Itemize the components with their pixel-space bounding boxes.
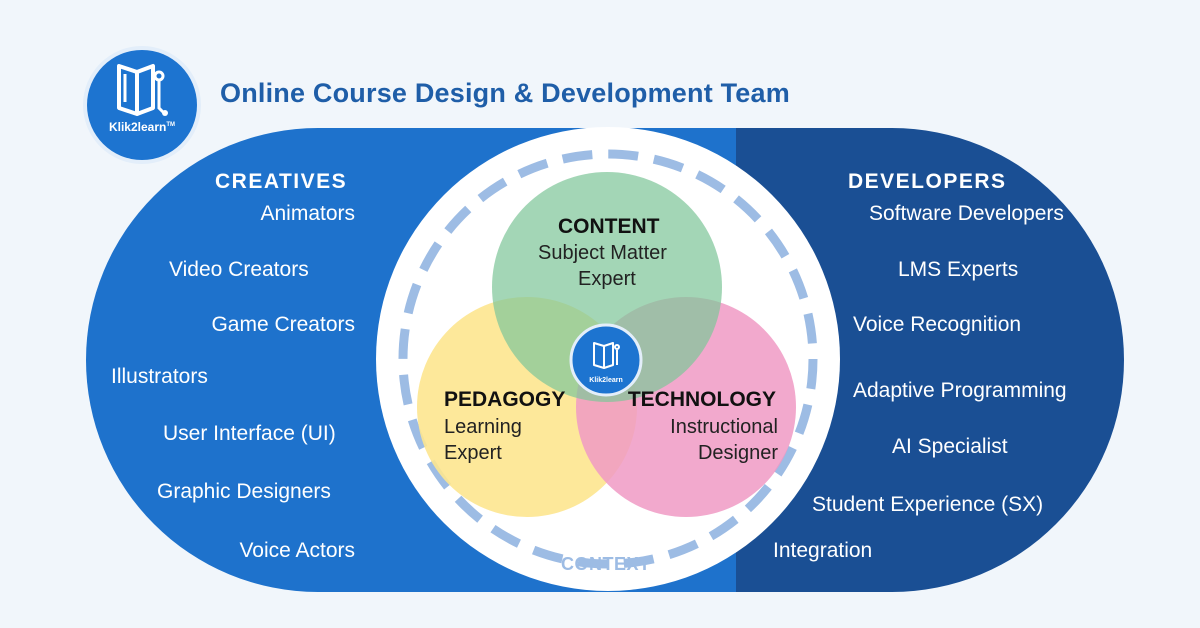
creatives-item: User Interface (UI) xyxy=(163,422,336,445)
creatives-item: Voice Actors xyxy=(239,539,355,562)
technology-line1: Instructional xyxy=(670,416,778,438)
creatives-item: Graphic Designers xyxy=(157,480,331,503)
content-line2: Expert xyxy=(578,268,636,290)
developers-item: Voice Recognition xyxy=(853,313,1022,336)
center-logo-text: Klik2learn xyxy=(589,377,622,384)
developers-item: Adaptive Programming xyxy=(853,379,1067,402)
creatives-item: Game Creators xyxy=(211,313,355,336)
creatives-item: Animators xyxy=(260,202,355,225)
center-book-icon xyxy=(593,342,620,369)
developers-item: Student Experience (SX) xyxy=(812,493,1044,516)
developers-item: Integration xyxy=(773,539,873,562)
logo-trademark: TM xyxy=(166,122,176,128)
creatives-item: Video Creators xyxy=(169,258,309,281)
book-circuit-icon xyxy=(117,64,168,116)
page-title: Online Course Design & Development Team xyxy=(220,78,790,108)
creatives-heading: CREATIVES xyxy=(215,170,348,193)
context-ring xyxy=(398,149,818,569)
developers-item: AI Specialist xyxy=(892,435,1008,458)
creatives-item: Illustrators xyxy=(111,365,208,388)
developers-item: LMS Experts xyxy=(898,258,1019,281)
technology-line2: Designer xyxy=(697,442,778,464)
pedagogy-line2: Expert xyxy=(444,442,502,464)
content-circle xyxy=(492,172,722,402)
content-line1: Subject Matter xyxy=(538,242,667,264)
technology-title: TECHNOLOGY xyxy=(627,388,776,411)
pedagogy-line1: Learning xyxy=(444,416,522,438)
pedagogy-title: PEDAGOGY xyxy=(444,388,566,411)
content-title: CONTENT xyxy=(558,215,660,238)
center-logo xyxy=(569,323,643,397)
context-label: CONTEXT xyxy=(561,554,651,574)
logo-text: Klik2learn xyxy=(108,120,167,134)
developers-item: Software Developers xyxy=(869,202,1064,225)
developers-heading: DEVELOPERS xyxy=(848,170,1007,193)
brand-logo: Klik2learnTM xyxy=(87,50,197,160)
